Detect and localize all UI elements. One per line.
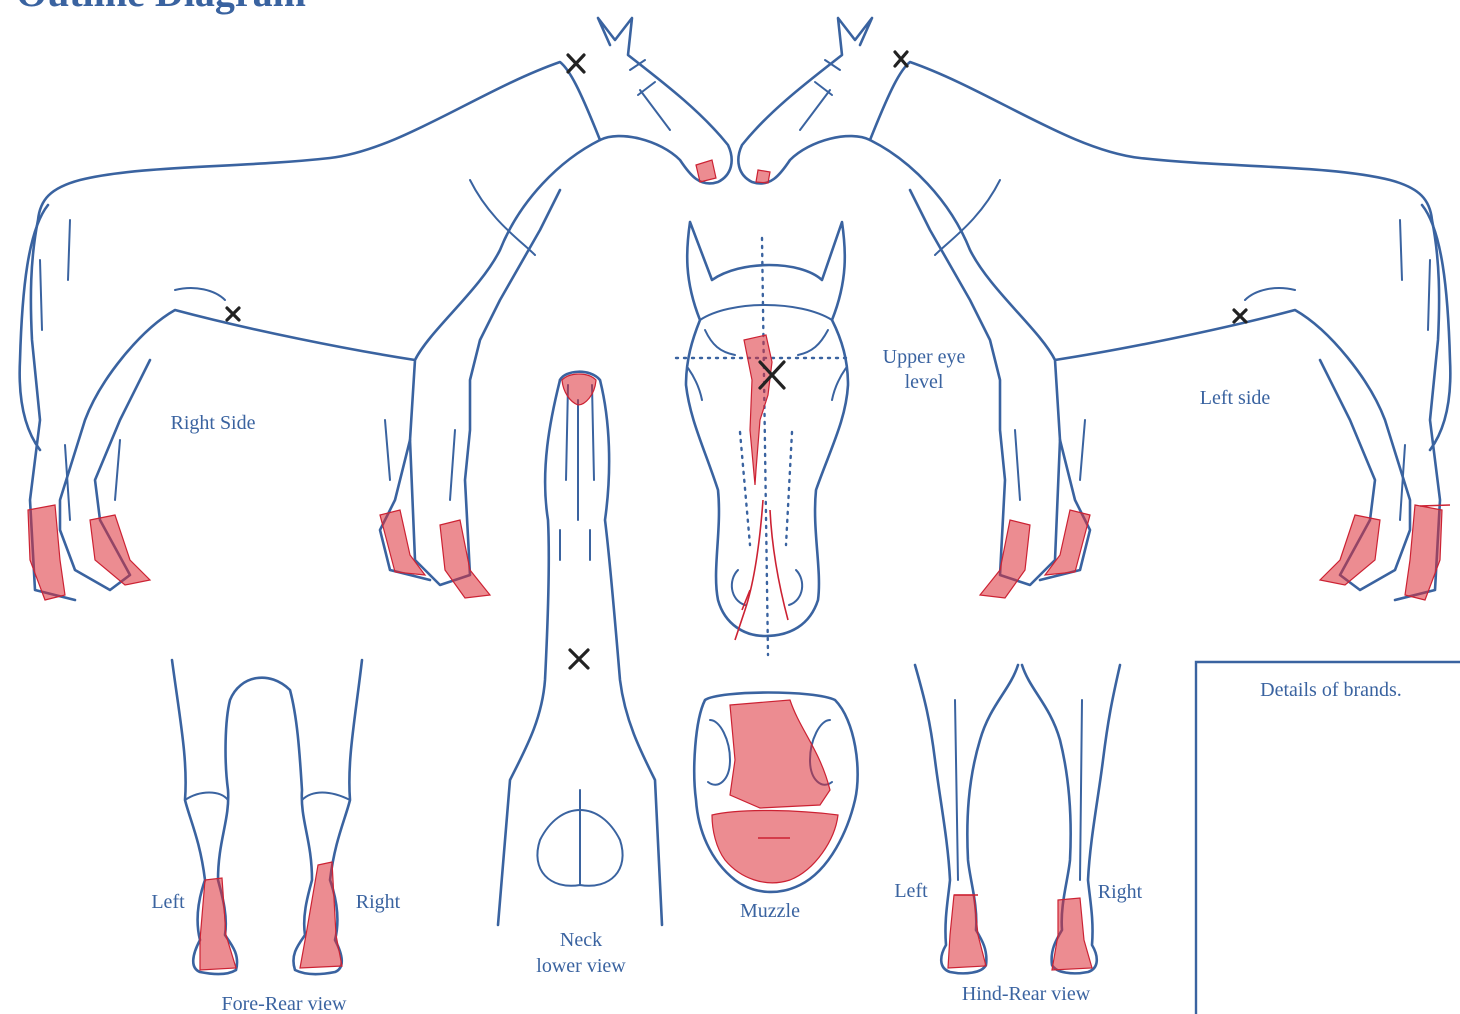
left-side-label: Left side <box>1200 387 1271 409</box>
hind-rear-view: Left Right Hind-Rear view <box>894 665 1142 1005</box>
muzzle-label: Muzzle <box>740 900 800 922</box>
hind-rear-title: Hind-Rear view <box>962 983 1091 1005</box>
fore-rear-right-label: Right <box>356 891 401 913</box>
upper-eye-label-line2: level <box>905 371 944 393</box>
hind-rear-left-label: Left <box>894 880 928 902</box>
fore-rear-view: Left Right Fore-Rear view <box>151 660 400 1014</box>
right-side-label: Right Side <box>170 412 255 434</box>
neck-label-line1: Neck <box>560 929 602 951</box>
fore-rear-title: Fore-Rear view <box>222 993 348 1014</box>
brands-box-title: Details of brands. <box>1260 679 1402 701</box>
diagram-title: Outline Diagram <box>16 0 306 15</box>
neck-label-line2: lower view <box>536 955 626 977</box>
fore-rear-left-label: Left <box>151 891 185 913</box>
left-side-horse <box>738 18 1450 600</box>
neck-lower-view: Neck lower view <box>498 372 662 977</box>
hind-rear-right-label: Right <box>1098 881 1143 903</box>
upper-eye-label-line1: Upper eye <box>883 346 966 368</box>
brands-box: Details of brands. <box>1196 662 1460 1014</box>
muzzle-view: Muzzle <box>694 693 857 923</box>
head-front-view: Upper eye level <box>676 222 965 655</box>
right-side-horse: Right Side <box>20 18 732 600</box>
